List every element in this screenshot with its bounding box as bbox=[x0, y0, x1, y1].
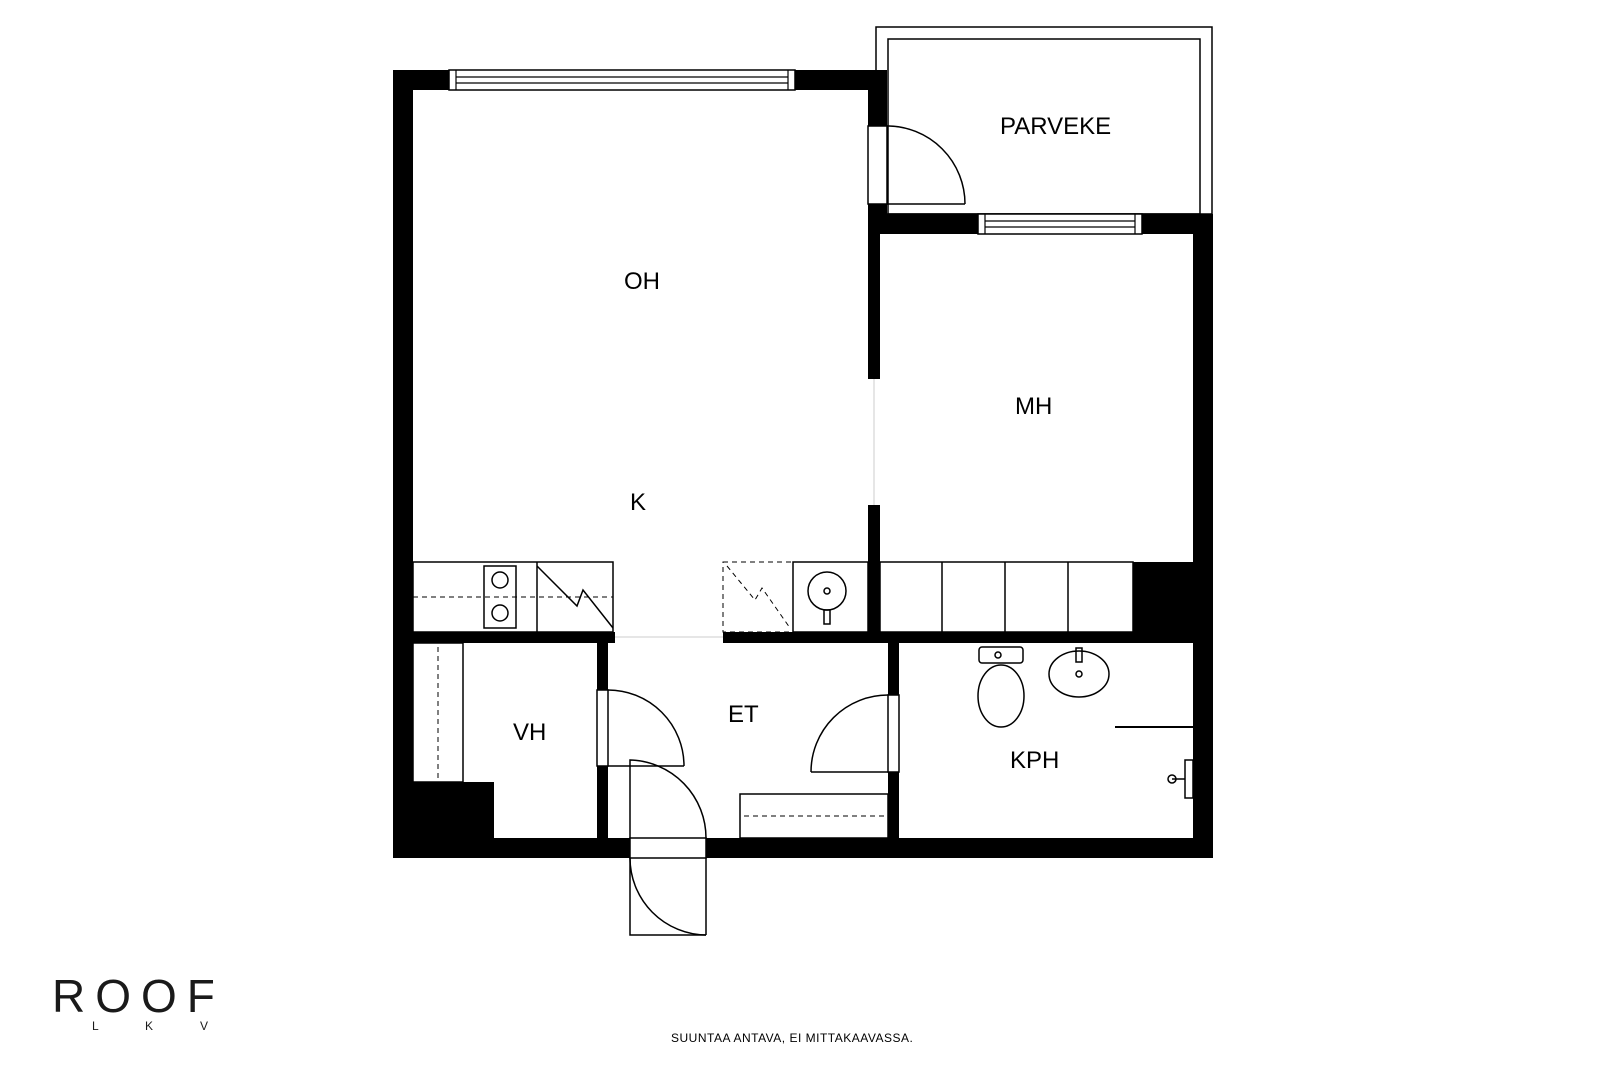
room-label-mh: MH bbox=[1015, 393, 1052, 420]
hall-bench bbox=[739, 793, 889, 839]
logo-text: ROOF bbox=[52, 970, 225, 1022]
bathroom-sink bbox=[1048, 647, 1110, 698]
storage-shelves bbox=[412, 642, 464, 783]
logo-sub-l: L bbox=[92, 1019, 99, 1033]
logo-sub-k: K bbox=[145, 1019, 153, 1033]
room-label-k: K bbox=[630, 489, 646, 516]
logo-sub-v: V bbox=[200, 1019, 208, 1033]
bathroom-door bbox=[810, 694, 900, 773]
disclaimer-text: SUUNTAA ANTAVA, EI MITTAKAAVASSA. bbox=[671, 1031, 913, 1045]
room-label-kph: KPH bbox=[1010, 747, 1059, 774]
room-label-oh: OH bbox=[624, 268, 660, 295]
room-label-vh: VH bbox=[513, 719, 546, 746]
windows bbox=[448, 69, 1143, 235]
wardrobes-mh bbox=[879, 561, 1134, 633]
room-label-et: ET bbox=[728, 701, 759, 728]
roof-logo: ROOF L K V bbox=[52, 970, 225, 1033]
balcony-door bbox=[867, 125, 966, 205]
toilet bbox=[977, 646, 1025, 728]
vh-door bbox=[596, 689, 685, 767]
entrance-door bbox=[629, 759, 707, 936]
kitchen-counter bbox=[412, 561, 869, 633]
shower bbox=[1115, 726, 1194, 799]
room-label-parveke: PARVEKE bbox=[1000, 113, 1111, 140]
